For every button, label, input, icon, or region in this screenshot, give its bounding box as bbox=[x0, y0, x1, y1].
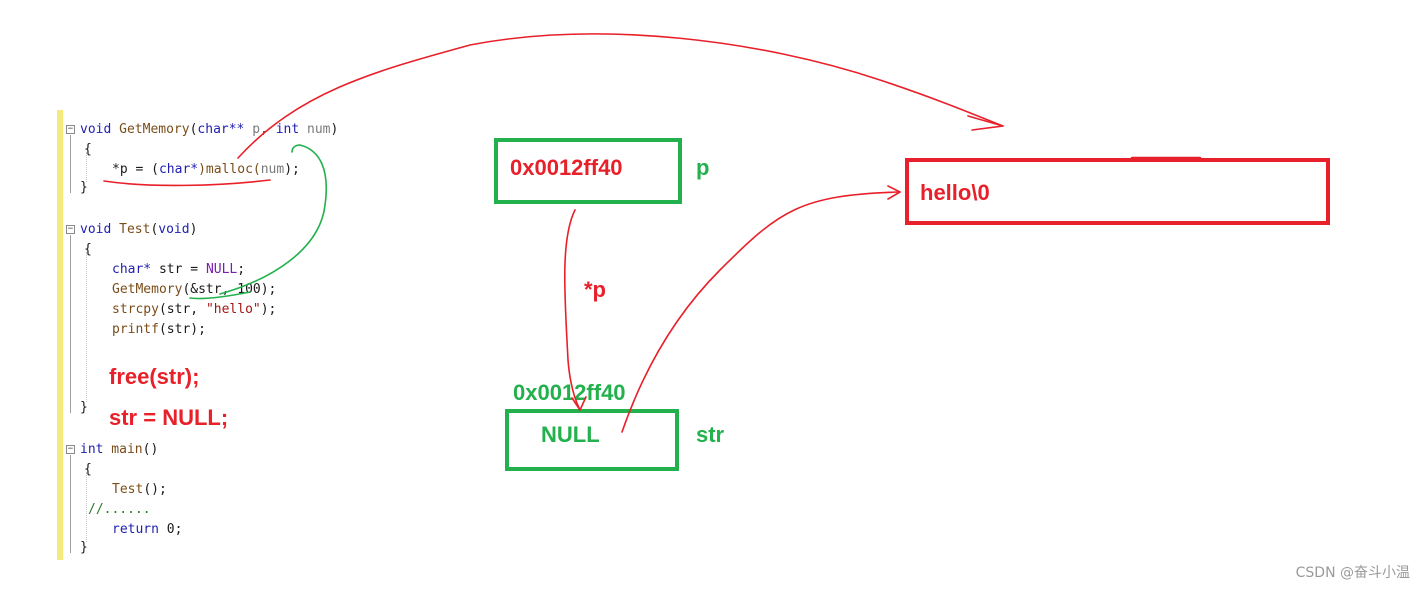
code-line-return: return 0; bbox=[112, 522, 183, 537]
malloc-underline bbox=[103, 179, 271, 187]
pointer-p-box bbox=[494, 138, 682, 204]
fold-toggle-getmemory[interactable]: − bbox=[66, 124, 75, 134]
fold-line bbox=[70, 235, 71, 413]
code-line-str-decl: char* str = NULL; bbox=[112, 262, 246, 277]
indent-guide bbox=[86, 472, 87, 542]
watermark: CSDN @奋斗小温 bbox=[1295, 565, 1410, 581]
pointer-p-label: p bbox=[696, 155, 710, 180]
str-address-label: 0x0012ff40 bbox=[513, 380, 626, 405]
code-line-printf: printf(str); bbox=[112, 322, 206, 337]
editor-gutter-bar bbox=[57, 110, 63, 560]
code-line-getmemory-signature: void GetMemory(char** p, int num) bbox=[80, 122, 339, 137]
indent-guide bbox=[86, 252, 87, 402]
fold-line bbox=[70, 135, 71, 193]
fold-toggle-test[interactable]: − bbox=[66, 224, 75, 234]
annotation-free-line: free(str); bbox=[109, 364, 200, 389]
deref-p-label: *p bbox=[584, 277, 606, 302]
fold-line bbox=[70, 455, 71, 553]
str-to-heap-arrow bbox=[621, 191, 901, 433]
malloc-to-heap-arrowhead bbox=[967, 115, 1004, 131]
indent-guide bbox=[86, 152, 87, 182]
code-brace: { bbox=[84, 462, 92, 477]
fold-toggle-main[interactable]: − bbox=[66, 444, 75, 454]
variable-str-value: NULL bbox=[541, 422, 600, 447]
variable-str-box bbox=[505, 409, 679, 471]
code-brace: } bbox=[80, 400, 88, 415]
code-brace: } bbox=[80, 540, 88, 555]
deref-p-arrowhead bbox=[571, 396, 587, 411]
pointer-p-value: 0x0012ff40 bbox=[510, 155, 623, 180]
code-brace: { bbox=[84, 142, 92, 157]
annotation-null-line: str = NULL; bbox=[109, 405, 229, 430]
code-line-main-signature: int main() bbox=[80, 442, 159, 457]
code-line-test-signature: void Test(void) bbox=[80, 222, 198, 237]
code-line-malloc: *p = (char*)malloc(num); bbox=[112, 162, 300, 177]
str-address-underline bbox=[189, 291, 251, 300]
code-line-comment: //...... bbox=[88, 502, 151, 517]
str-to-param-arrow bbox=[219, 144, 327, 295]
code-brace: { bbox=[84, 242, 92, 257]
malloc-to-heap-arrow bbox=[237, 33, 1004, 159]
code-brace: } bbox=[80, 180, 88, 195]
variable-str-label: str bbox=[696, 422, 725, 447]
code-editor: − − − void GetMemory(char** p, int num) … bbox=[64, 0, 424, 592]
heap-memory-value: hello\0 bbox=[920, 180, 990, 205]
code-line-test-call: Test(); bbox=[112, 482, 167, 497]
code-line-strcpy: strcpy(str, "hello"); bbox=[112, 302, 277, 317]
heap-memory-box bbox=[905, 158, 1330, 225]
str-to-heap-arrowhead bbox=[887, 185, 901, 200]
deref-p-arrow bbox=[563, 209, 581, 411]
